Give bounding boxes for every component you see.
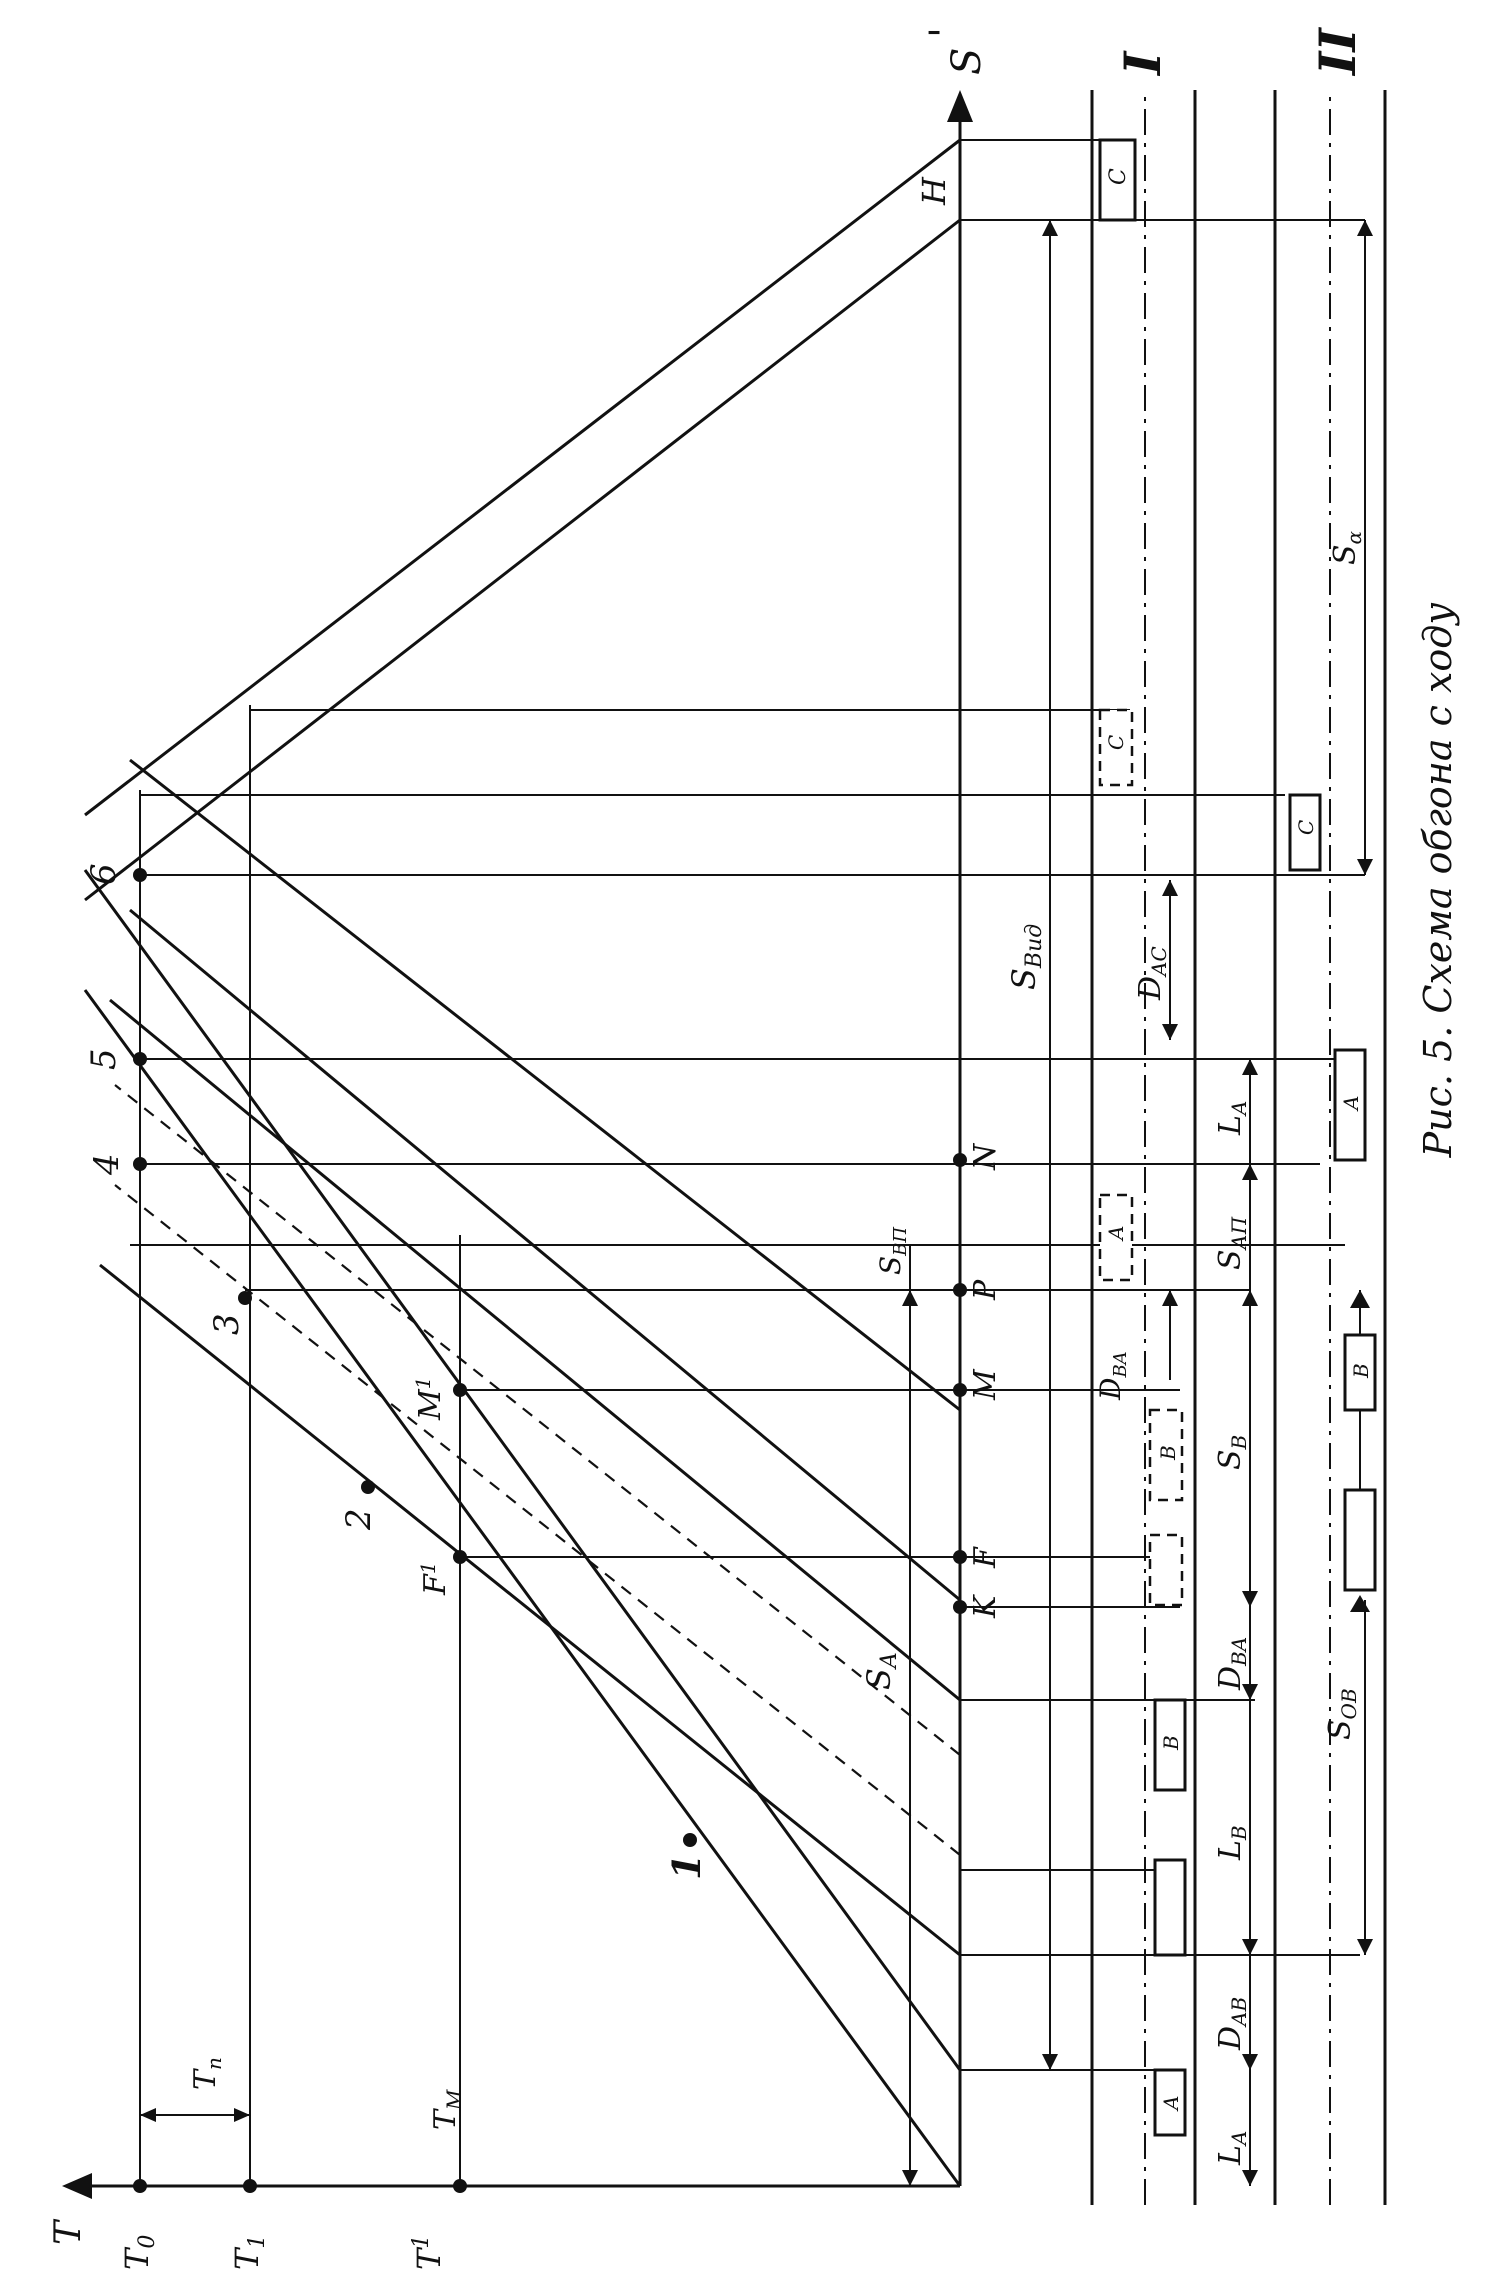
tick-tprime: T1: [409, 2235, 448, 2270]
projection-lines: [130, 139, 1365, 2071]
tp-label: Tп: [188, 2057, 226, 2090]
tp-interval: Tп: [140, 2057, 250, 2122]
tm-label: TM: [428, 2089, 466, 2130]
vehicle-a-start-2: [1153, 1858, 1187, 1957]
point-label-6: 6: [84, 863, 124, 885]
time-axis: T: [48, 2173, 960, 2245]
time-lines: [133, 705, 467, 2193]
vehicle-b-ghost-1: [1148, 1533, 1184, 1607]
label-sap: SАП: [1213, 1216, 1251, 1270]
point-label-2: 2: [339, 1508, 379, 1531]
trajectory-c-1: [84, 218, 961, 902]
label-dac: DAC: [1133, 946, 1171, 1001]
trajectories: [83, 138, 962, 2187]
vehicle-b-ghost-2: [1148, 1408, 1184, 1502]
dimensions: SA SВП SВид DAC DBA SB SАП LA DBA: [860, 220, 1373, 2186]
label-svid: SВид: [1005, 924, 1047, 990]
svg-text:B: B: [1156, 1445, 1180, 1461]
distance-axis: S ': [922, 27, 990, 2186]
lane-label-i: I: [1113, 50, 1172, 77]
tick-t1: T1: [228, 2235, 270, 2270]
point-label-4: 4: [87, 1153, 127, 1176]
trajectory-b-2: [109, 998, 961, 1702]
vehicle-c-ghost: [1098, 708, 1134, 787]
label-dab: DAB: [1213, 1997, 1251, 2051]
vehicle-a-start: [1153, 2068, 1187, 2137]
axis-point-n: N: [968, 1142, 1003, 1171]
lane-lines: I II: [1090, 27, 1387, 2205]
point-label-1: 1: [664, 1854, 709, 1880]
svg-text:C: C: [1294, 820, 1318, 835]
svg-text:C: C: [1104, 735, 1128, 750]
vehicle-c-mid: [1288, 793, 1322, 872]
label-la-1: LA: [1213, 2131, 1251, 2166]
vehicle-a-ghost: [1098, 1193, 1134, 1282]
axis-point-m: M: [968, 1368, 1003, 1401]
point-label-f1: F1: [416, 1561, 453, 1596]
distance-axis-prime: ': [922, 27, 968, 38]
vehicles: A B B A A C C C B: [1098, 138, 1377, 2137]
point-labels: 1 2 3 4 5 6 F1 M1 H K F M P N: [84, 176, 1003, 1880]
trajectory-b-4: [129, 758, 961, 1412]
time-axis-label: T: [48, 2218, 89, 2245]
label-dba-1: DBA: [1094, 1351, 1131, 1401]
tick-t0: T0: [118, 2235, 160, 2270]
point-label-m1: M1: [411, 1377, 448, 1421]
vehicle-a-end: [1333, 1048, 1367, 1162]
point-3: [238, 1291, 252, 1305]
distance-axis-label: S: [944, 48, 990, 75]
point-label-h: H: [915, 176, 953, 206]
lane-label-ii: II: [1308, 27, 1367, 77]
label-sa: SA: [860, 1652, 902, 1690]
svg-text:C: C: [1106, 168, 1131, 185]
svg-text:A: A: [1104, 1226, 1128, 1242]
label-sob: SОВ: [1323, 1688, 1361, 1740]
trajectory-a-front: [83, 989, 962, 2187]
label-dba-2: DBA: [1213, 1637, 1251, 1691]
trajectory-a-rear: [83, 869, 962, 2071]
trajectory-dashed-2: [114, 1084, 961, 1756]
label-svp: SВП: [874, 1227, 911, 1275]
label-la-2: LA: [1213, 1101, 1251, 1136]
point-1: [683, 1833, 697, 1847]
vehicle-b-lane2-2: [1343, 1333, 1377, 1412]
vehicle-b-lane2-1: [1343, 1488, 1377, 1592]
key-points: [133, 868, 967, 1847]
vehicle-c-end: [1098, 138, 1137, 222]
svg-text:A: A: [1339, 1096, 1363, 1112]
vehicle-b-start: [1153, 1698, 1187, 1792]
time-tick-labels: T0 T1 T1: [118, 2235, 448, 2270]
label-sb: SB: [1213, 1435, 1251, 1470]
label-lb: LB: [1213, 1825, 1251, 1861]
point-label-5: 5: [84, 1048, 124, 1070]
trajectory-c-2: [84, 138, 961, 817]
svg-text:A: A: [1159, 2096, 1183, 2112]
trajectory-b-1: [99, 1263, 961, 1957]
trajectory-b-3: [129, 908, 961, 1602]
svg-text:B: B: [1159, 1735, 1183, 1751]
point-label-3: 3: [207, 1313, 247, 1335]
trajectory-dashed-1: [114, 1184, 961, 1856]
point-2: [361, 1480, 375, 1494]
svg-text:B: B: [1349, 1363, 1373, 1379]
figure-caption: Рис. 5. Схема обгона с ходу: [1416, 602, 1460, 1158]
label-s-alpha: Sα: [1328, 530, 1366, 565]
